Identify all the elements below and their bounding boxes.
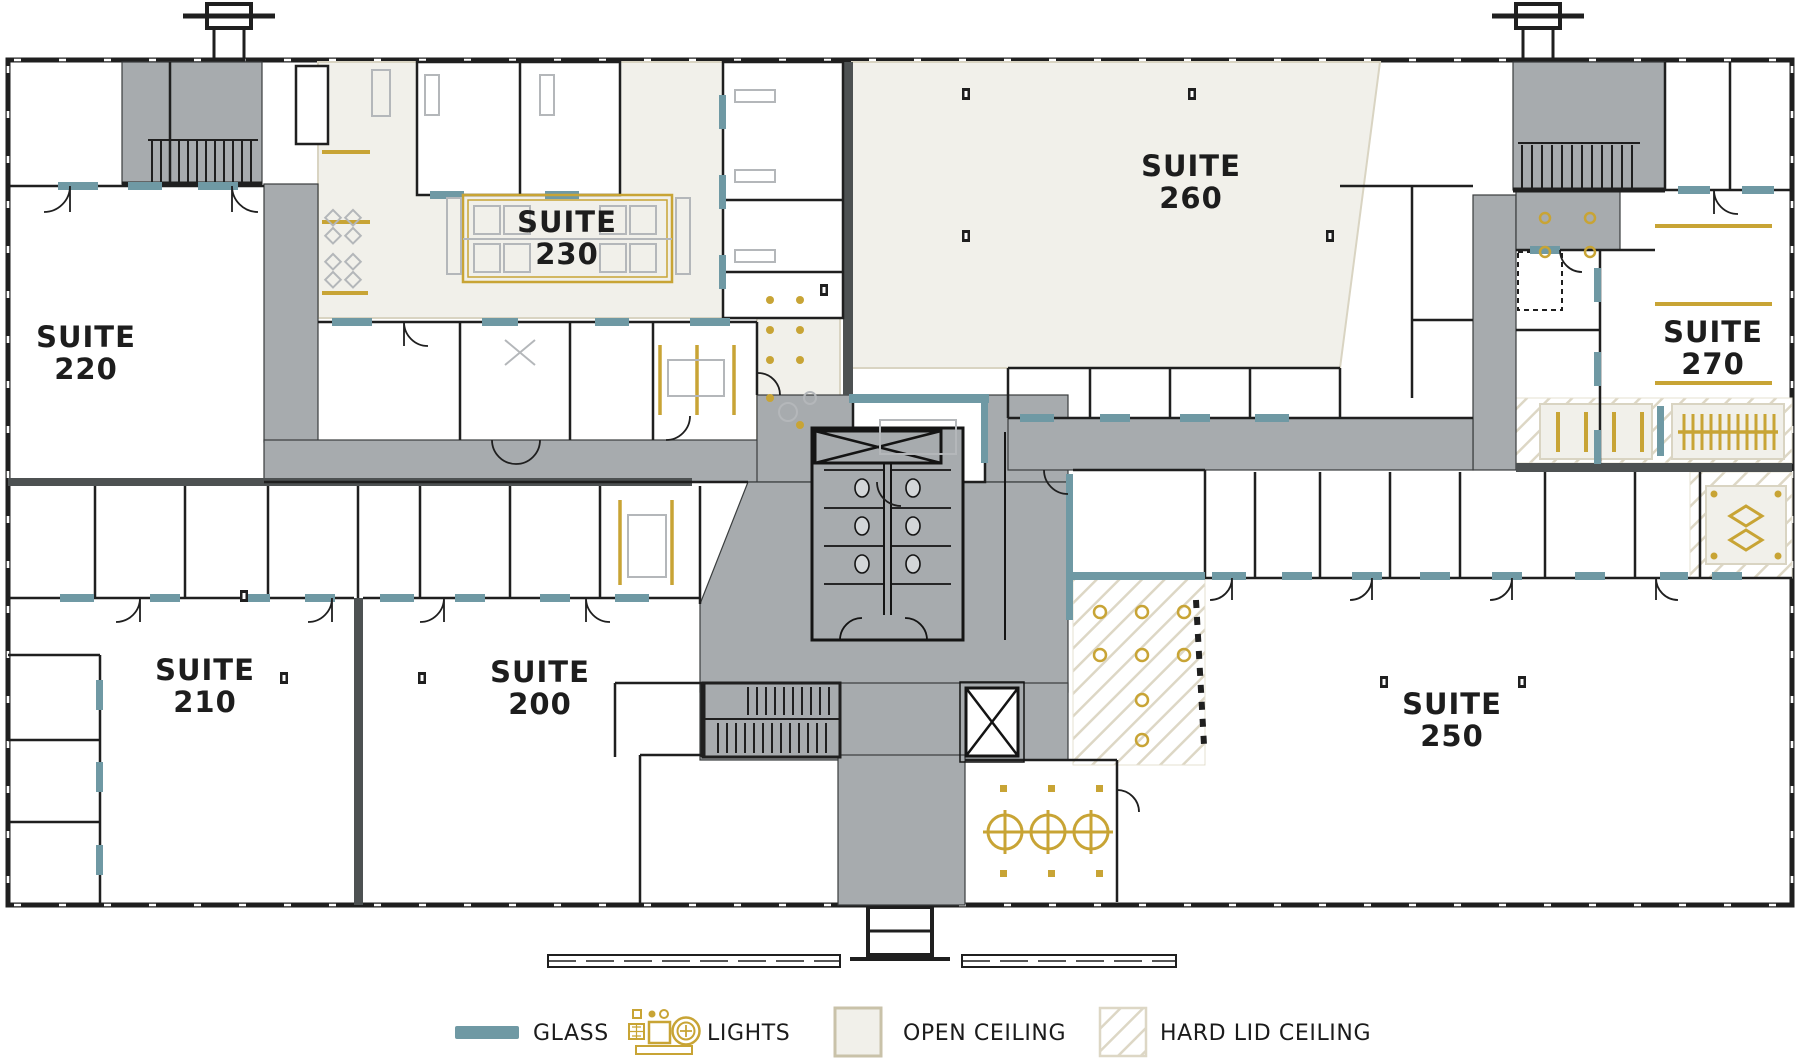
svg-text:SUITE: SUITE	[1141, 149, 1241, 183]
stair-center	[700, 681, 842, 759]
suite-labels: SUITE 220 SUITE 230 SUITE 260 SUITE 270 …	[36, 149, 1763, 753]
svg-text:SUITE: SUITE	[155, 653, 255, 687]
entry-vestibule	[837, 754, 966, 906]
legend: GLASS LIGHTS OPEN CEILING HARD LID	[455, 1006, 1371, 1058]
white-rooms-overlay	[294, 60, 987, 484]
glass-swatch	[455, 1026, 519, 1039]
svg-text:SUITE: SUITE	[490, 655, 590, 689]
svg-text:SUITE: SUITE	[36, 320, 136, 354]
suite-210-label: SUITE 210	[155, 653, 255, 719]
open-ceiling-swatch	[833, 1006, 883, 1058]
lights-icon	[628, 1009, 701, 1055]
furniture	[323, 69, 957, 578]
suite-250-label: SUITE 250	[1402, 687, 1502, 753]
stair-treads-right	[1513, 142, 1665, 193]
offices-top-block	[415, 60, 622, 197]
suite-260-label: SUITE 260	[1141, 149, 1241, 215]
cafe-table-cluster	[323, 208, 363, 289]
chandelier-lights	[983, 810, 1113, 854]
svg-text:SUITE: SUITE	[517, 205, 617, 239]
interior-walls	[8, 62, 1792, 905]
suite-270-label: SUITE 270	[1663, 315, 1763, 381]
shaft-x-top	[813, 429, 943, 465]
roof-stair-rig-right	[1492, 2, 1584, 62]
suite-230-label: SUITE 230	[517, 205, 617, 271]
svg-text:250: 250	[1420, 719, 1484, 753]
hatch-edge-ticks	[1193, 599, 1207, 746]
elevator	[959, 681, 1025, 763]
legend-item-lights: LIGHTS	[628, 1009, 790, 1055]
toilet-fixtures	[854, 478, 921, 574]
svg-text:220: 220	[54, 352, 118, 386]
legend-item-open-ceiling: OPEN CEILING	[833, 1006, 1066, 1058]
entry-canopy	[547, 905, 1177, 968]
hard-lid-swatch	[1098, 1006, 1148, 1058]
svg-text:LIGHTS: LIGHTS	[707, 1021, 790, 1046]
kitchen-casework	[294, 64, 330, 146]
svg-text:HARD LID CEILING: HARD LID CEILING	[1160, 1021, 1371, 1046]
restroom-core	[810, 426, 1006, 642]
roof-stair-rig-left	[183, 2, 275, 62]
suite-220-label: SUITE 220	[36, 320, 136, 386]
stairwell-left	[121, 61, 263, 185]
light-fixtures	[322, 150, 1782, 877]
suite-200-label: SUITE 200	[490, 655, 590, 721]
svg-text:210: 210	[173, 685, 237, 719]
lobby-square-dots	[1000, 785, 1103, 877]
svg-text:SUITE: SUITE	[1402, 687, 1502, 721]
stairwell-right	[1512, 61, 1666, 191]
legend-item-glass: GLASS	[455, 1021, 609, 1046]
glass-walls	[58, 95, 1774, 875]
offices-right-column	[721, 60, 845, 320]
legend-item-hard-lid: HARD LID CEILING	[1098, 1006, 1371, 1058]
open-ceiling-suite260	[851, 61, 1382, 369]
svg-text:200: 200	[508, 687, 572, 721]
svg-text:230: 230	[535, 237, 599, 271]
svg-text:GLASS: GLASS	[533, 1021, 609, 1046]
columns	[240, 88, 1526, 688]
svg-text:270: 270	[1681, 347, 1745, 381]
svg-text:260: 260	[1159, 181, 1223, 215]
svg-text:OPEN CEILING: OPEN CEILING	[903, 1021, 1066, 1046]
door-arcs	[43, 185, 1739, 813]
svg-text:SUITE: SUITE	[1663, 315, 1763, 349]
